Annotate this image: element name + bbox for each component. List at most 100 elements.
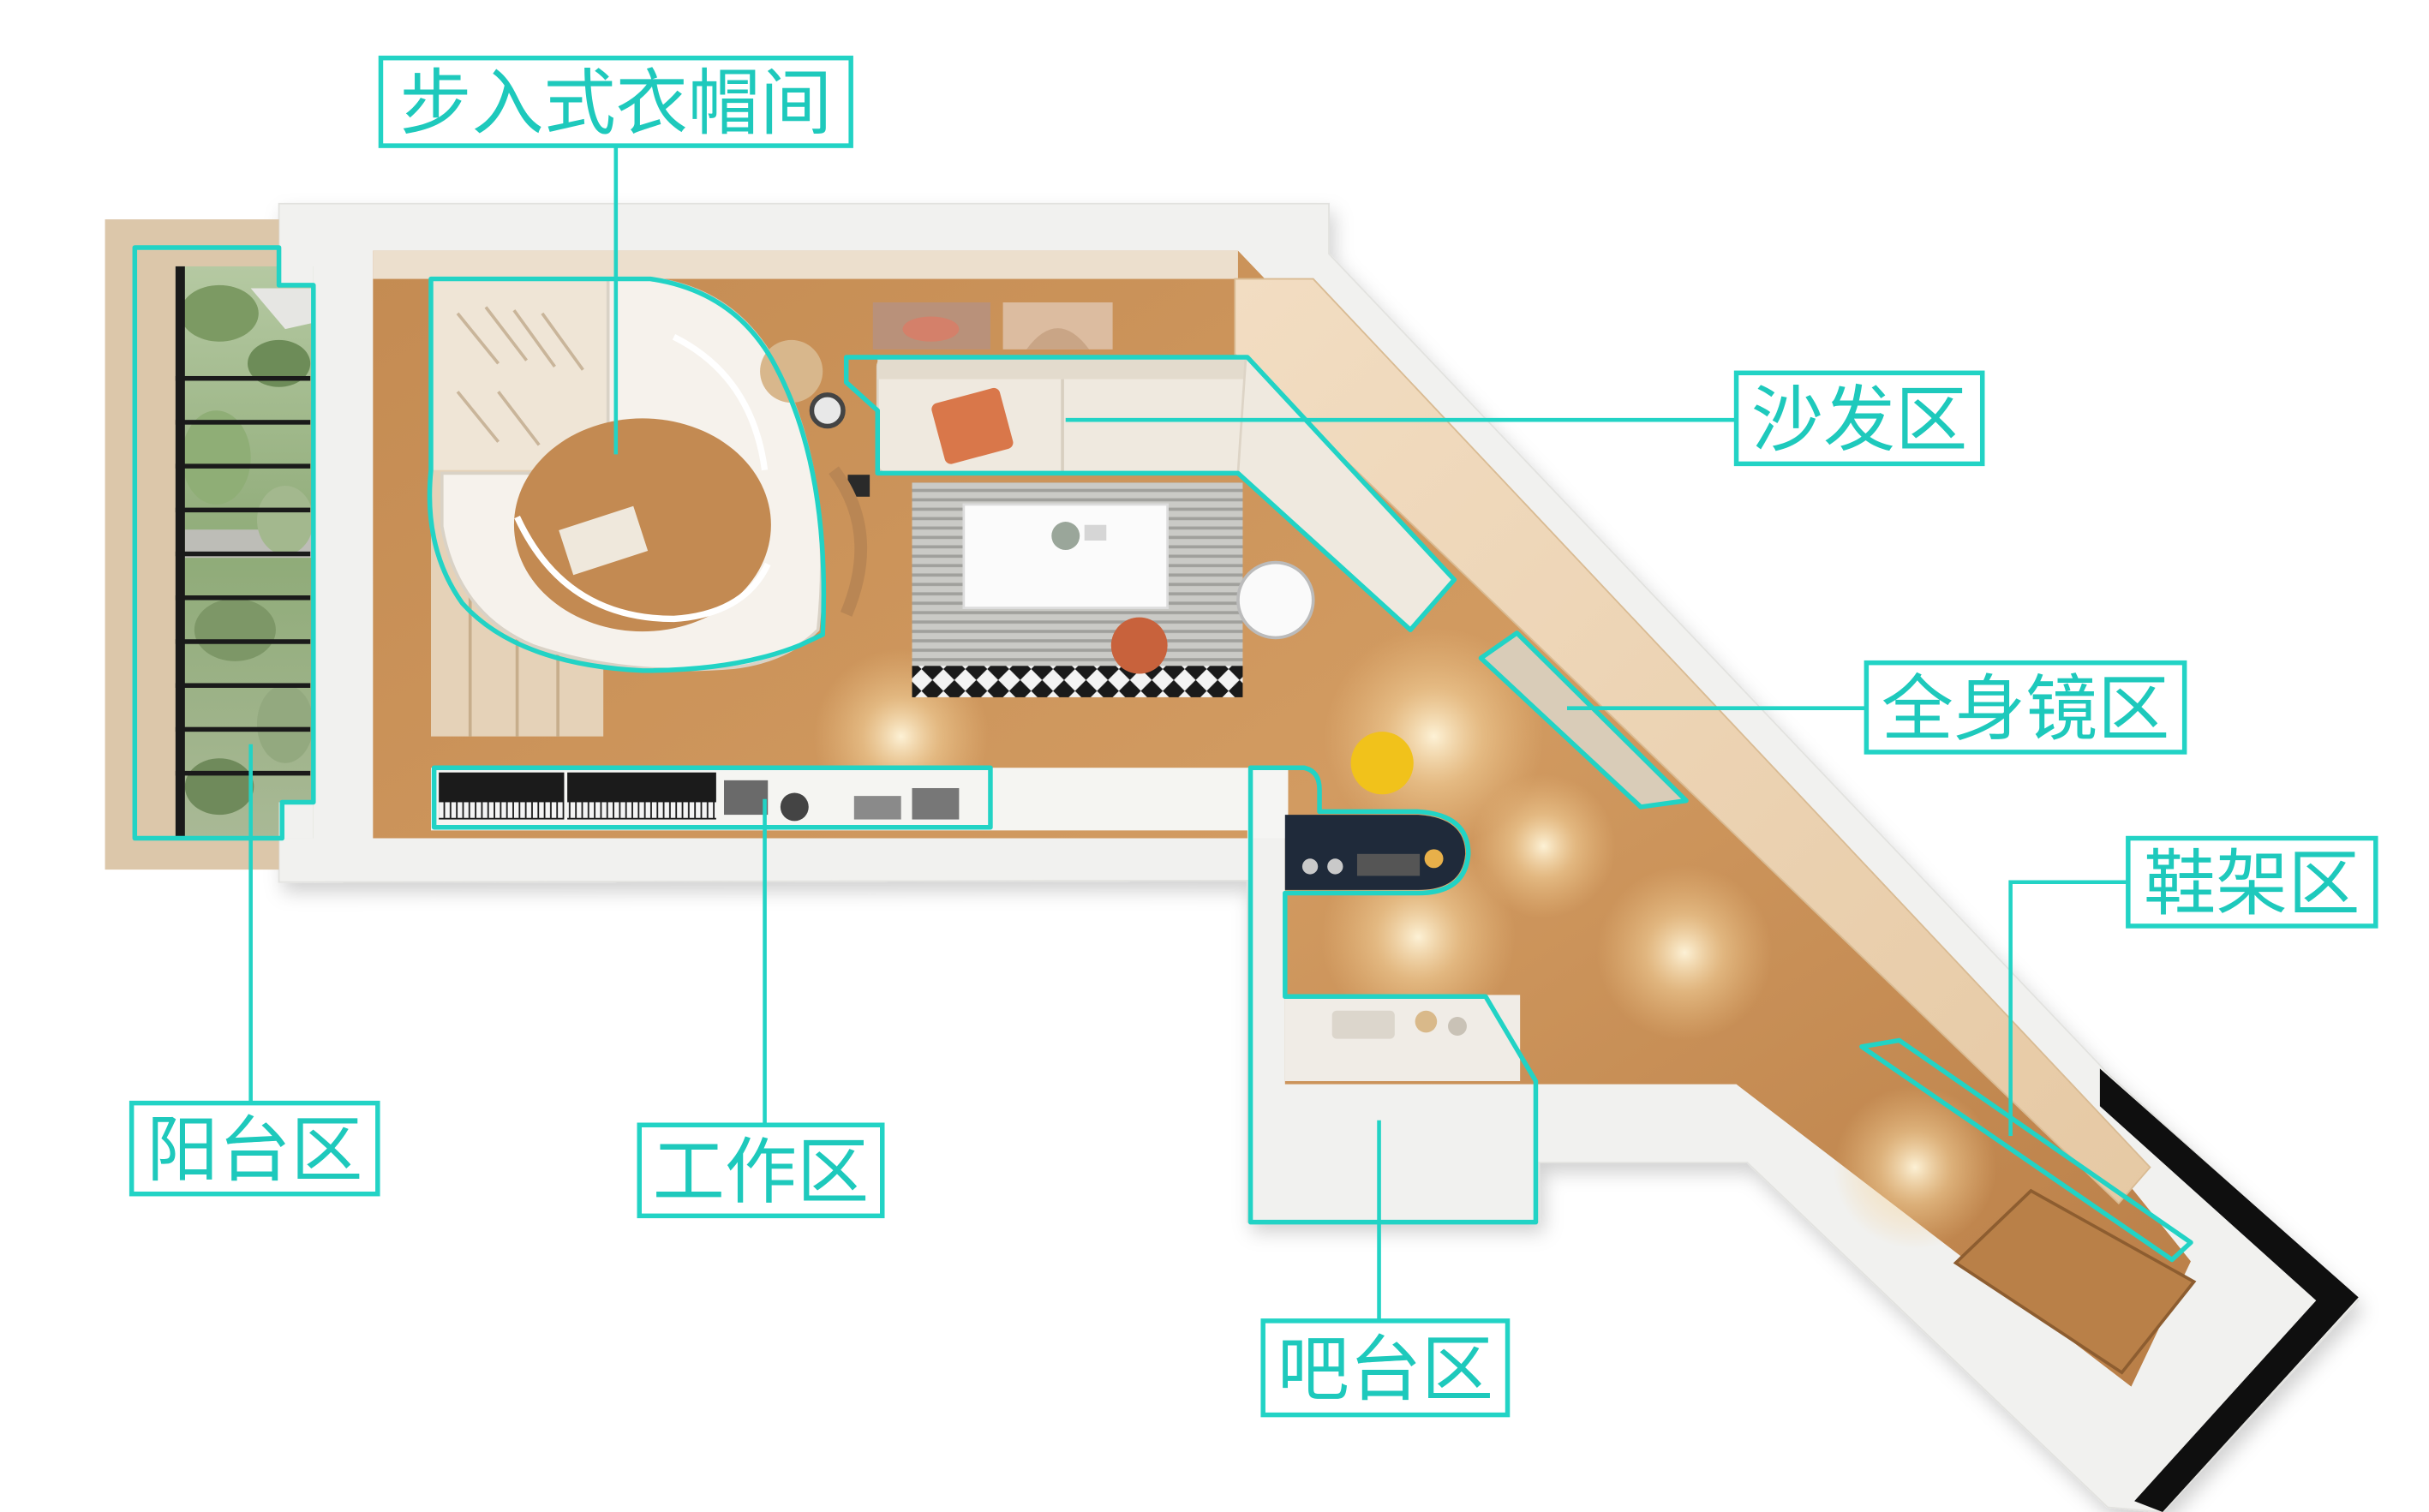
zone-outline-work [431, 765, 993, 830]
round-stool [1110, 617, 1168, 674]
label-text: 鞋架区 [2144, 842, 2360, 926]
desk-device [724, 780, 769, 816]
leader-shoe-rack [2008, 880, 2128, 1137]
label-box [1260, 1318, 1511, 1418]
label-text: 吧台区 [1277, 1328, 1493, 1412]
tree-foliage [194, 598, 276, 661]
speaker-icon [809, 392, 846, 429]
round-side-table [760, 339, 823, 403]
entry-door [1953, 1188, 2197, 1375]
table-plant [1051, 522, 1080, 550]
counter-accessory [1424, 849, 1444, 869]
light-glow [1596, 864, 1773, 1041]
closet-curved-rail [672, 333, 769, 471]
label-box [1864, 660, 2187, 755]
kitchen-plate [1448, 1017, 1467, 1036]
keyboard-right [567, 772, 716, 820]
cooktop [1356, 853, 1421, 876]
tree-foliage [256, 684, 314, 763]
window-notch-top [278, 250, 314, 285]
bar-white-column [1247, 768, 1289, 839]
tree-foliage [184, 758, 254, 816]
desk-books [853, 796, 901, 820]
top-inner-wall [373, 250, 1238, 279]
closet-curved-rail [514, 516, 771, 623]
window-bar [175, 639, 311, 644]
sofa-cushion [931, 387, 1014, 464]
yellow-chair [1350, 732, 1414, 795]
window-bar [175, 420, 311, 425]
stove-knob [1327, 858, 1343, 875]
label-text: 沙发区 [1751, 378, 1967, 462]
window-bar [175, 770, 311, 776]
zone-outline-closet [427, 276, 827, 673]
bar-area [1247, 768, 1521, 1082]
desk-speaker [780, 792, 809, 822]
zone-outline-shoe-rack [1859, 1037, 2193, 1263]
label-shoe-rack-area: 鞋架区 [2126, 835, 2378, 929]
coffee-table [962, 503, 1170, 610]
diagonal-shelf-band [1234, 278, 2151, 1205]
label-work-area: 工作区 [637, 1122, 885, 1219]
round-white-side-table [1236, 560, 1315, 640]
tree-foliage [182, 410, 251, 505]
hanger [541, 312, 584, 371]
hanger [484, 306, 529, 362]
black-entry-wall [2099, 1068, 2359, 1512]
window-bar [175, 551, 311, 557]
walk-in-closet [430, 277, 870, 737]
light-glow [1471, 774, 1616, 918]
window-bar [175, 683, 311, 688]
window-awning [250, 288, 314, 330]
label-bar-area: 吧台区 [1260, 1318, 1511, 1418]
label-walk-in-closet: 步入式衣帽间 [378, 55, 853, 148]
hanger [456, 391, 500, 443]
wall-picture-left-motif [902, 316, 960, 342]
sofa-backrest [877, 357, 1247, 379]
label-sofa-area: 沙发区 [1733, 370, 1985, 467]
kitchen-plate [1415, 1010, 1438, 1033]
label-text: 阳台区 [147, 1108, 362, 1192]
label-box [637, 1122, 885, 1219]
label-mirror-area: 全身镜区 [1864, 660, 2187, 755]
window-bar [175, 595, 311, 601]
label-box [2126, 835, 2378, 929]
closet-hangers [456, 306, 584, 446]
work-area [430, 768, 1262, 831]
hanger [497, 391, 541, 446]
window-bar [175, 726, 311, 732]
closet-inner-floor [513, 418, 771, 632]
curved-wood-shelf [829, 466, 868, 617]
living-area [872, 302, 1457, 795]
tree-foliage [247, 339, 311, 387]
window-notch-bottom [278, 802, 314, 839]
zone-outlines [132, 245, 2193, 1263]
rug-checker-border [912, 666, 1243, 697]
label-box [378, 55, 853, 148]
full-length-mirror [1481, 632, 1687, 807]
desk-monitor [912, 787, 960, 820]
zone-outline-sofa [843, 355, 1457, 633]
hanger [512, 309, 556, 368]
label-text: 工作区 [653, 1130, 869, 1214]
leader-lines [248, 146, 2128, 1321]
zone-outline-balcony [132, 245, 316, 841]
label-box [1733, 370, 1985, 467]
label-balcony-area: 阳台区 [129, 1100, 380, 1197]
window-bar [175, 463, 311, 469]
window-bars [175, 375, 311, 776]
window-bar [175, 375, 311, 381]
hanger [456, 312, 500, 365]
label-box [129, 1100, 380, 1197]
wall-picture-right-arch [1026, 328, 1090, 350]
label-text: 步入式衣帽间 [399, 62, 832, 146]
table-book [1084, 524, 1107, 541]
kitchen-counter [1284, 995, 1521, 1082]
light-glow [1833, 1085, 1997, 1249]
zone-outline-bar [1247, 765, 1539, 1225]
stove-knob [1301, 858, 1319, 875]
closet-vanity [559, 505, 649, 576]
label-text: 全身镜区 [1882, 667, 2170, 751]
keyboard-left [439, 772, 565, 820]
